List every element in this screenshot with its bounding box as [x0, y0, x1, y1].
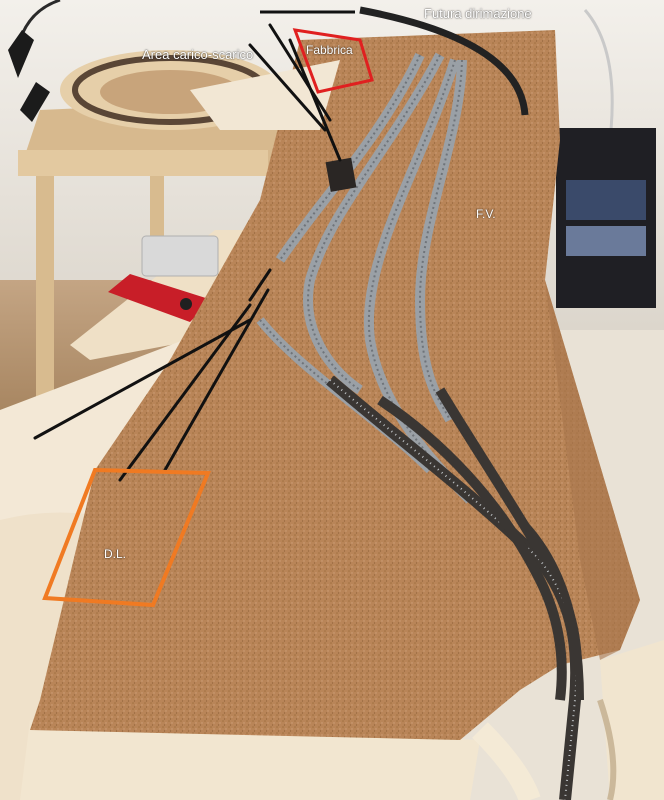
track-group-gray [256, 52, 474, 504]
track-top-curve [359, 6, 529, 116]
label-fabbrica: Fabbrica [306, 43, 353, 57]
fabbrica-outline [292, 28, 374, 94]
table-leg-left [36, 170, 54, 400]
controller-knob [180, 298, 192, 310]
cabinet-boxes-2 [566, 226, 646, 256]
lamp-left2-shade [20, 82, 50, 122]
track-bottom-right [597, 699, 617, 800]
label-futura-dirimazione: Futura dirimazione [424, 6, 532, 21]
label-area-carico-scarico: Area carico-scarico [142, 47, 254, 62]
lamp-left-shade [8, 30, 34, 78]
annotation-lines [33, 23, 342, 482]
turnout-piece [325, 157, 357, 192]
wood-board-front [20, 720, 480, 800]
grey-box [141, 235, 219, 277]
label-dl: D.L. [104, 547, 127, 561]
table-frame [18, 150, 268, 176]
track-bottom-curve [472, 722, 541, 800]
wood-board-right [600, 640, 664, 800]
track-group-dark [326, 375, 584, 800]
dl-outline [42, 467, 211, 608]
label-fv: F.V. [476, 207, 496, 221]
cork-board-edge [545, 280, 640, 660]
cabinet-boxes [566, 180, 646, 220]
lamp-right-arm [583, 9, 614, 141]
